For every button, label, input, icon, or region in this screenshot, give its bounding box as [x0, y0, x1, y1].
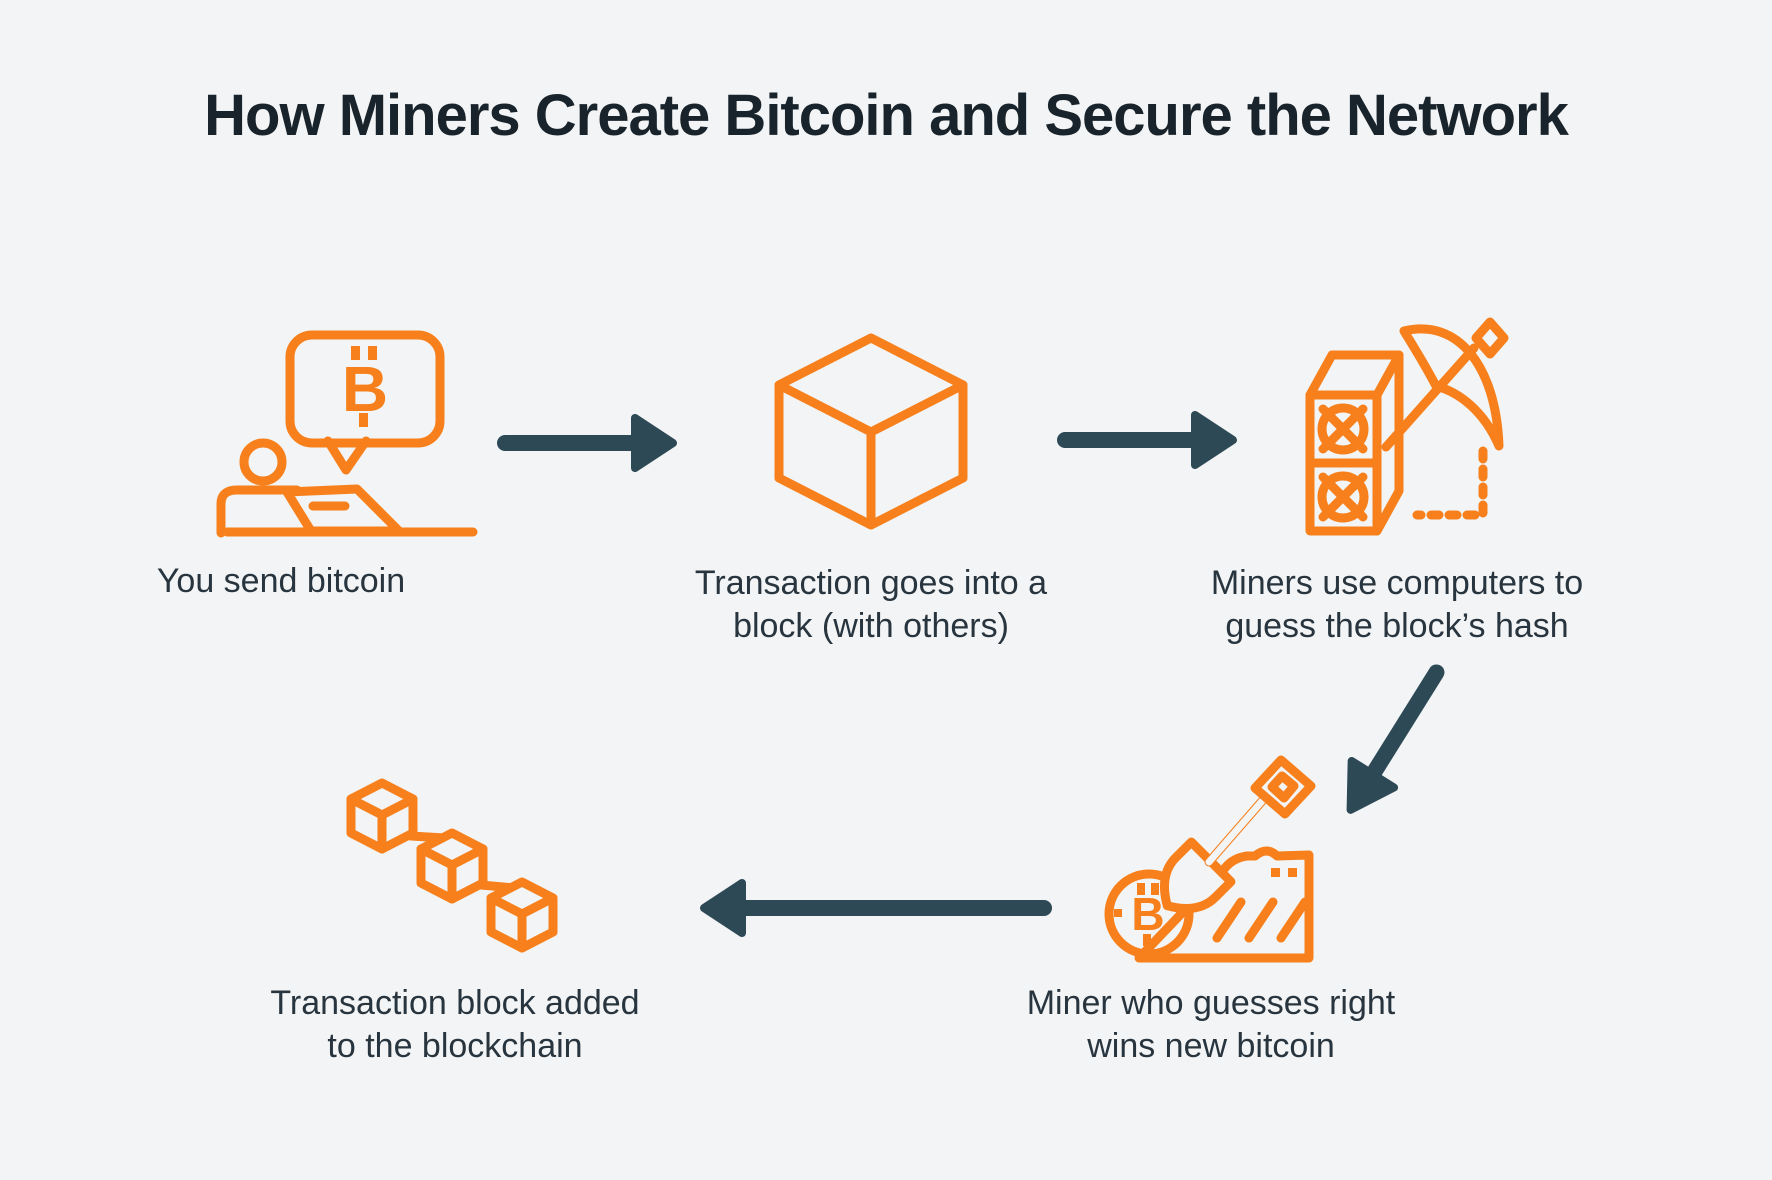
step-5-blockchain	[345, 778, 560, 953]
flow-arrow-3	[1293, 642, 1493, 842]
step-4-win: B	[1104, 750, 1320, 985]
block-cube-icon	[774, 333, 968, 530]
flow-arrow-4	[688, 863, 1052, 953]
arrow-right-icon	[1057, 411, 1237, 469]
arrow-diagonal-icon	[1346, 664, 1445, 814]
arrow-right-icon	[497, 414, 677, 472]
page-title: How Miners Create Bitcoin and Secure the…	[204, 83, 1569, 148]
blockchain-cubes-icon	[346, 778, 558, 953]
bitcoin-symbol: B	[1131, 888, 1164, 940]
arrow-left-icon	[700, 879, 1052, 937]
flow-arrow-1	[497, 398, 687, 488]
step-2-block	[767, 328, 975, 536]
shovel-bitcoin-icon: B	[1104, 755, 1316, 963]
mining-rig-pickaxe-icon	[1305, 317, 1509, 536]
step-1-label: You send bitcoin	[156, 562, 406, 600]
step-3-label: Miners use computers to guess the block’…	[1210, 564, 1584, 645]
step-1-send-bitcoin: B	[205, 290, 478, 540]
step-2-label: Transaction goes into a block (with othe…	[694, 564, 1048, 645]
person-sending-bitcoin-icon: B	[216, 330, 478, 538]
step-4-label: Miner who guesses right wins new bitcoin	[1026, 984, 1396, 1065]
flow-arrow-2	[1057, 395, 1247, 485]
step-3-mine	[1300, 298, 1512, 536]
step-5-label: Transaction block added to the blockchai…	[270, 984, 640, 1065]
